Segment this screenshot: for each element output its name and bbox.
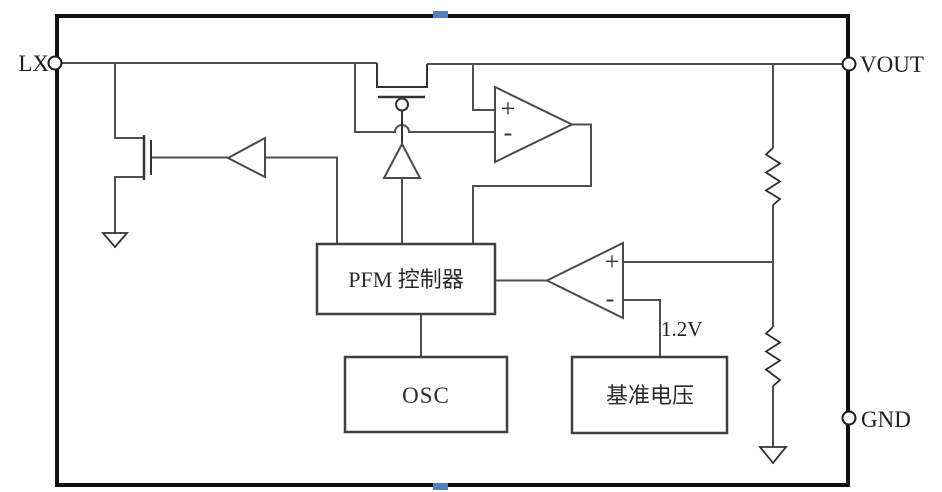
vref-block — [570, 355, 729, 435]
pin-gnd-label: GND — [861, 407, 911, 432]
blocks: PFM 控制器 OSC 基准电压 — [315, 242, 729, 435]
osc-label: OSC — [402, 383, 450, 408]
pin-gnd-terminal — [841, 410, 857, 426]
resistor-lower — [764, 326, 782, 387]
pfm-controller-label: PFM 控制器 — [348, 267, 464, 292]
comparator-top-body — [494, 85, 575, 164]
pin-lx-terminal — [47, 55, 63, 71]
ic-boundary — [55, 14, 850, 487]
wire-comp1-output — [472, 123, 592, 244]
comparator-top-minus: - — [504, 118, 513, 147]
pin-lx-label: LX — [18, 51, 49, 76]
osc-block — [343, 355, 509, 434]
resistor-divider — [764, 147, 782, 387]
comparator-top: + - — [494, 85, 575, 164]
nmos-gate-driver-buffer — [225, 136, 266, 179]
comparator-feedback-body — [544, 241, 624, 320]
vref-label: 基准电压 — [606, 383, 694, 408]
comparator-top-plus: + — [501, 94, 516, 123]
wire-buffer2-input — [265, 156, 338, 244]
pmos-gate-bubble — [395, 97, 409, 112]
pfm-controller-block — [315, 242, 497, 316]
pmos-channel — [376, 63, 428, 88]
wire-nmos-source — [114, 176, 144, 233]
vref-value-label: 1.2V — [661, 317, 702, 341]
wire-nmos-drain — [114, 63, 144, 139]
pin-vout-terminal — [841, 56, 857, 72]
comparator-feedback-plus: + — [605, 247, 620, 276]
comparator-feedback-minus: - — [606, 284, 615, 313]
wire-comp2-minus-input — [623, 299, 661, 357]
ground-symbol-divider — [758, 446, 788, 465]
wire-comp1-plus-input — [472, 64, 495, 111]
pmos-switch — [376, 63, 428, 144]
resistor-upper — [764, 147, 782, 206]
pmos-gate-driver-buffer — [382, 141, 422, 179]
nmos-switch — [142, 135, 152, 180]
pin-vout-label: VOUT — [860, 52, 924, 77]
pins: LX VOUT GND — [18, 51, 924, 432]
selection-handle-bottom[interactable] — [433, 483, 448, 490]
ground-symbol-left — [101, 232, 129, 249]
comparator-feedback: + - — [544, 241, 624, 320]
wires — [61, 62, 844, 447]
selection-handle-top[interactable] — [433, 11, 448, 18]
wire-lx-sense-hop — [354, 63, 495, 133]
